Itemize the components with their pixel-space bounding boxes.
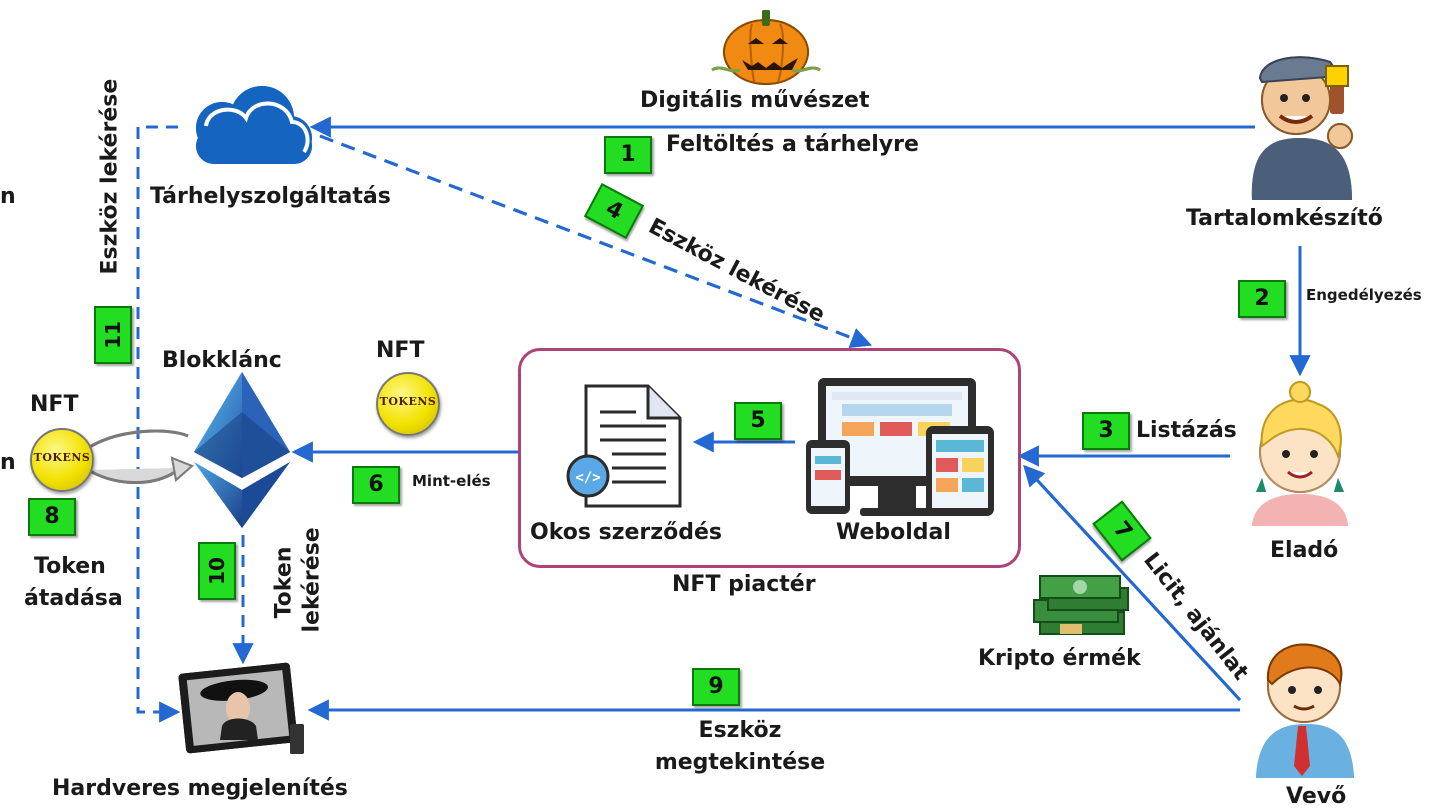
arrow-asset-fetch (319, 134, 872, 348)
listing-label: Listázás (1136, 418, 1237, 443)
seller-icon (1252, 381, 1348, 526)
crypto-label: Kripto érmék (978, 646, 1141, 671)
marketplace-label: NFT piactér (672, 572, 816, 597)
cloud-icon (196, 86, 312, 164)
nft-left-label: NFT (30, 392, 79, 417)
upload-label: Feltöltés a tárhelyre (666, 132, 919, 157)
step-badge-11: 11 (94, 306, 132, 364)
step-badge-2: 2 (1238, 280, 1286, 318)
arrow-side-fetch (136, 125, 181, 723)
painter-icon (1251, 56, 1353, 200)
step-badge-6: 6 (352, 466, 400, 504)
step-badge-5: 5 (734, 402, 782, 440)
approve-label: Engedélyezés (1306, 286, 1422, 304)
edge-fragment-1: n (0, 184, 16, 209)
blockchain-label: Blokklánc (162, 348, 282, 373)
storage-label: Tárhelyszolgáltatás (150, 184, 391, 209)
website-label: Weboldal (836, 520, 951, 545)
buyer-icon (1256, 643, 1354, 778)
view-label-1: Eszköz (698, 718, 782, 743)
step-badge-10: 10 (198, 542, 236, 600)
step-badge-3: 3 (1082, 412, 1130, 450)
digital-art-label: Digitális művészet (640, 88, 870, 113)
display-frame-icon (178, 662, 304, 754)
step-badge-8: 8 (28, 498, 76, 536)
step-badge-1: 1 (604, 136, 652, 174)
token-transfer-label-2: átadása (24, 586, 123, 611)
smart-contract-label: Okos szerződés (530, 520, 722, 545)
ethereum-icon (194, 372, 290, 528)
token-transfer-arrow (87, 429, 194, 485)
nft-token-mid: TOKENS (376, 372, 440, 436)
nft-mid-label: NFT (376, 338, 425, 363)
step-badge-9: 9 (692, 668, 740, 706)
token-transfer-label-1: Token (34, 554, 106, 579)
asset-fetch-side-label: Eszköz lekérése (97, 78, 123, 275)
nft-token-left: TOKENS (30, 428, 94, 492)
mint-label: Mint-elés (412, 472, 491, 490)
view-label-2: megtekintése (654, 750, 826, 775)
edge-fragment-2: n (0, 450, 16, 475)
money-icon (1033, 575, 1129, 635)
token-fetch-label-2: lekérése (299, 527, 325, 633)
hardware-label: Hardveres megjelenítés (52, 776, 348, 801)
pumpkin-icon (711, 10, 821, 85)
buyer-label: Vevő (1286, 784, 1347, 809)
seller-label: Eladó (1270, 538, 1339, 563)
creator-label: Tartalomkészítő (1186, 206, 1383, 231)
token-fetch-label-1: Token (271, 546, 297, 619)
